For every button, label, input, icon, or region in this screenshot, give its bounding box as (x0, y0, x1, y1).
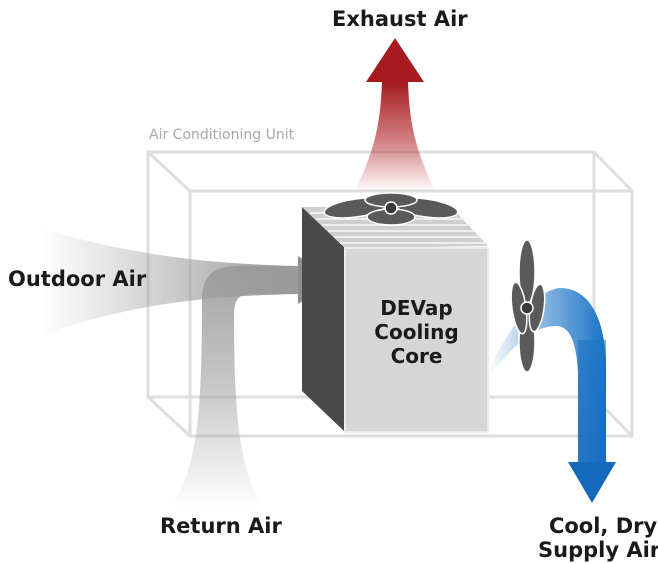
unit-label: Air Conditioning Unit (149, 127, 295, 143)
supply-air-label: Cool, Dry Supply Air (538, 514, 658, 562)
core-label-line3: Core (390, 344, 443, 368)
core-label-line1: DEVap (380, 296, 453, 320)
supply-air-stream (488, 288, 606, 462)
return-air-stream (170, 266, 298, 508)
exhaust-air-label: Exhaust Air (332, 7, 468, 31)
core-label: DEVap Cooling Core (345, 296, 488, 368)
supply-air-line2: Supply Air (538, 538, 658, 562)
side-fan-icon (510, 239, 546, 373)
outdoor-air-label: Outdoor Air (8, 267, 147, 291)
return-air-label: Return Air (160, 514, 282, 538)
top-fan-icon (323, 192, 459, 226)
supply-arrow-icon (568, 462, 616, 503)
core-label-line2: Cooling (374, 320, 459, 344)
supply-air-line1: Cool, Dry (548, 514, 658, 538)
exhaust-arrow-icon (355, 38, 435, 192)
